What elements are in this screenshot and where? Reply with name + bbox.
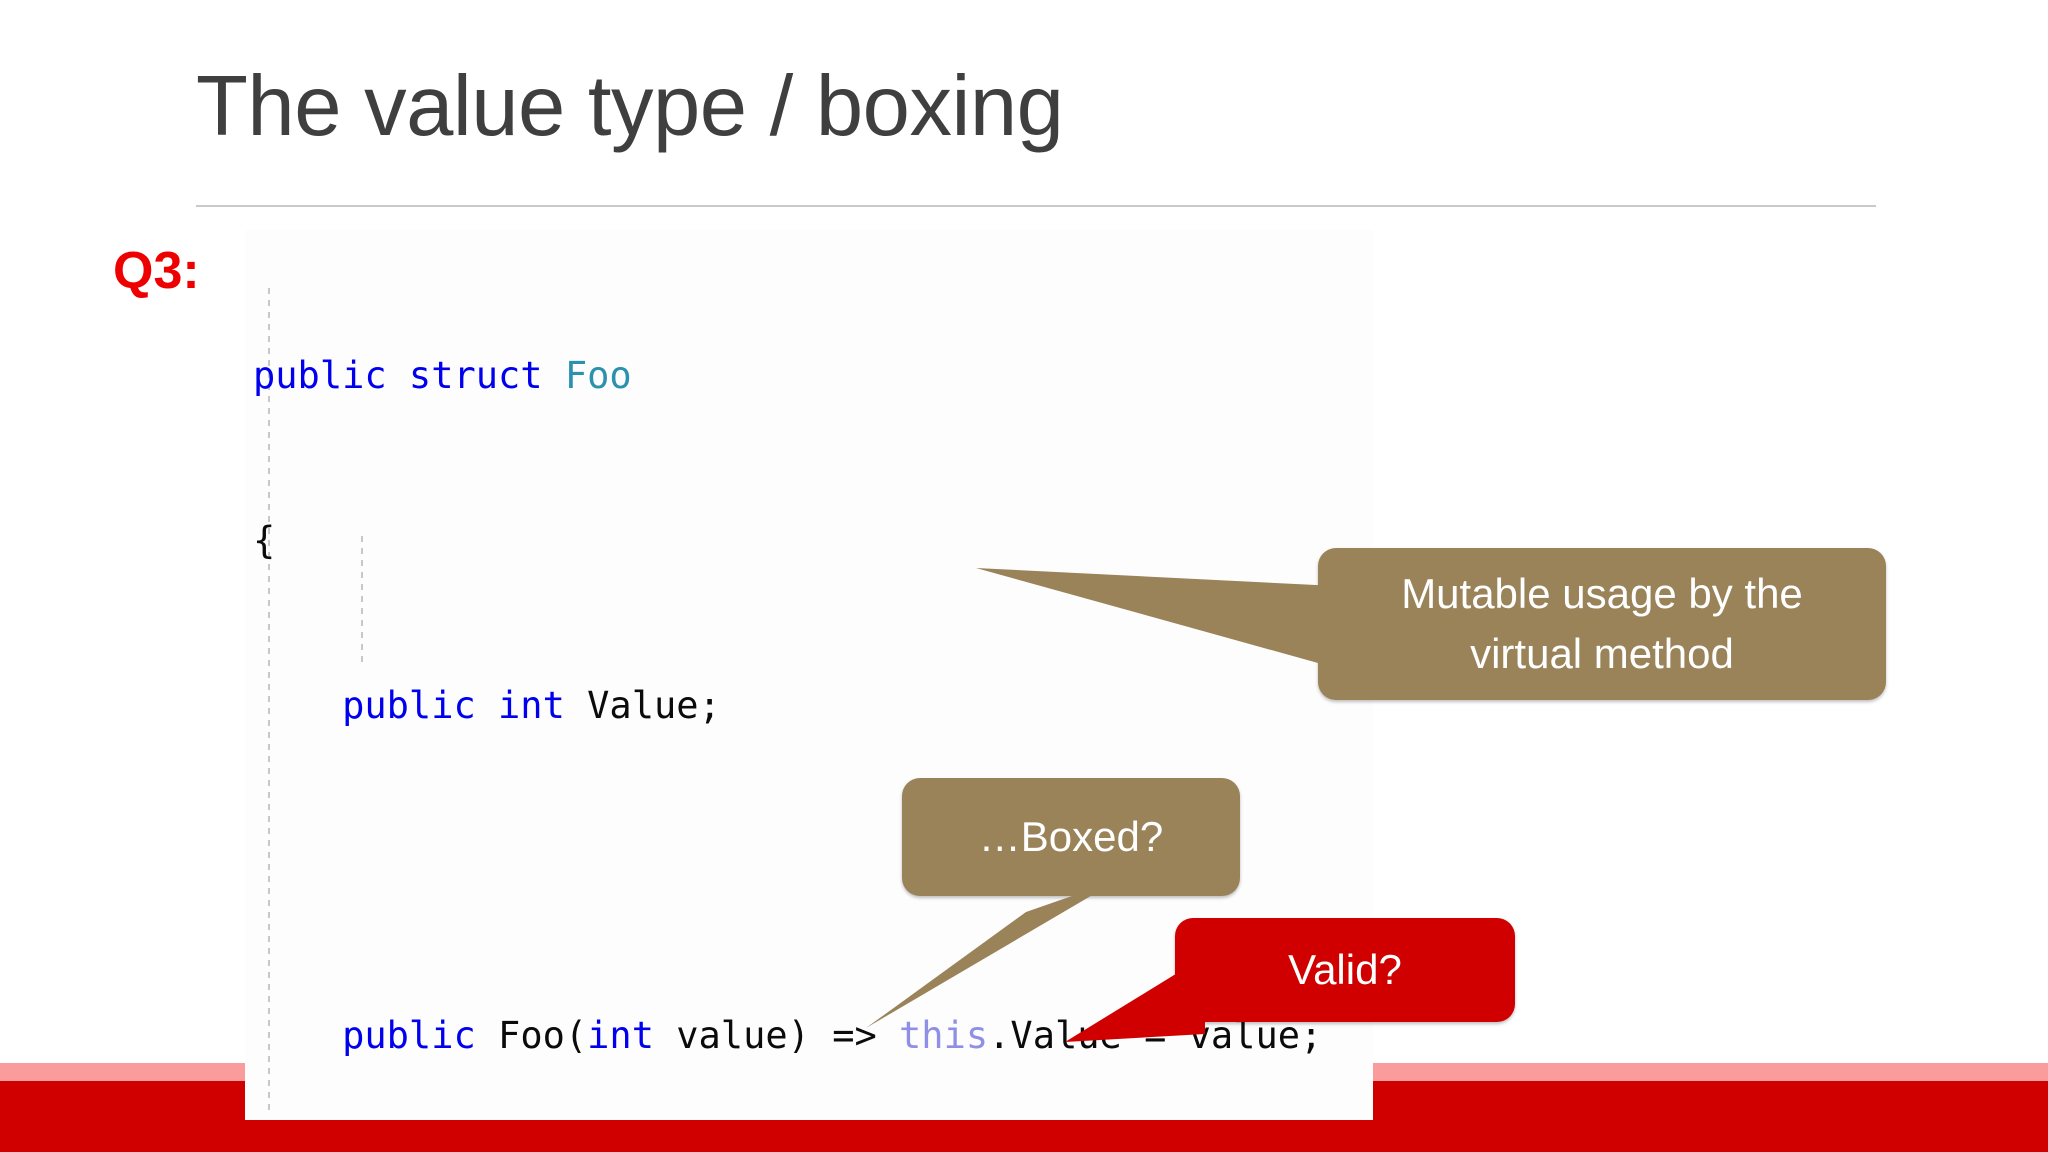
code-token: { [253, 519, 276, 562]
code-token: Foo( [498, 1014, 588, 1057]
code-token: public [253, 1014, 499, 1057]
code-token: public struct [253, 354, 565, 397]
code-token: public int [253, 684, 588, 727]
code-token: this [899, 1014, 989, 1057]
code-line: { [253, 513, 1753, 568]
callout-body [1318, 548, 1886, 700]
code-token: Foo [564, 354, 632, 397]
page-title: The value type / boxing [196, 59, 1064, 154]
code-token: int [587, 1014, 654, 1057]
callout-tail-icon [866, 880, 1118, 1028]
callout-text: Valid? [1288, 946, 1402, 993]
callout-text: Mutable usage by the virtual method [1401, 570, 1803, 677]
code-line: public int Value; [253, 678, 1753, 733]
callout-text: …Boxed? [978, 813, 1164, 860]
callout-tail-icon [976, 568, 1336, 668]
code-token: value) => [653, 1014, 900, 1057]
callout-body [902, 778, 1240, 896]
code-line: public struct Foo [253, 348, 1753, 403]
code-listing: public struct Foo { public int Value; pu… [253, 238, 1753, 1152]
indent-guide-icon [268, 288, 270, 1116]
callout-body [1175, 918, 1515, 1022]
code-token: Value; [587, 684, 721, 727]
title-divider [196, 205, 1876, 207]
indent-guide-icon [361, 536, 363, 668]
callout-mutable-usage: Mutable usage by the virtual method [976, 548, 1886, 700]
code-line: public Foo(int value) => this.Value = va… [253, 1008, 1753, 1063]
callout-valid: Valid? [1065, 918, 1515, 1042]
callout-tail-icon [1065, 956, 1205, 1042]
question-label: Q3: [113, 242, 200, 300]
callout-boxed: …Boxed? [866, 778, 1240, 1028]
